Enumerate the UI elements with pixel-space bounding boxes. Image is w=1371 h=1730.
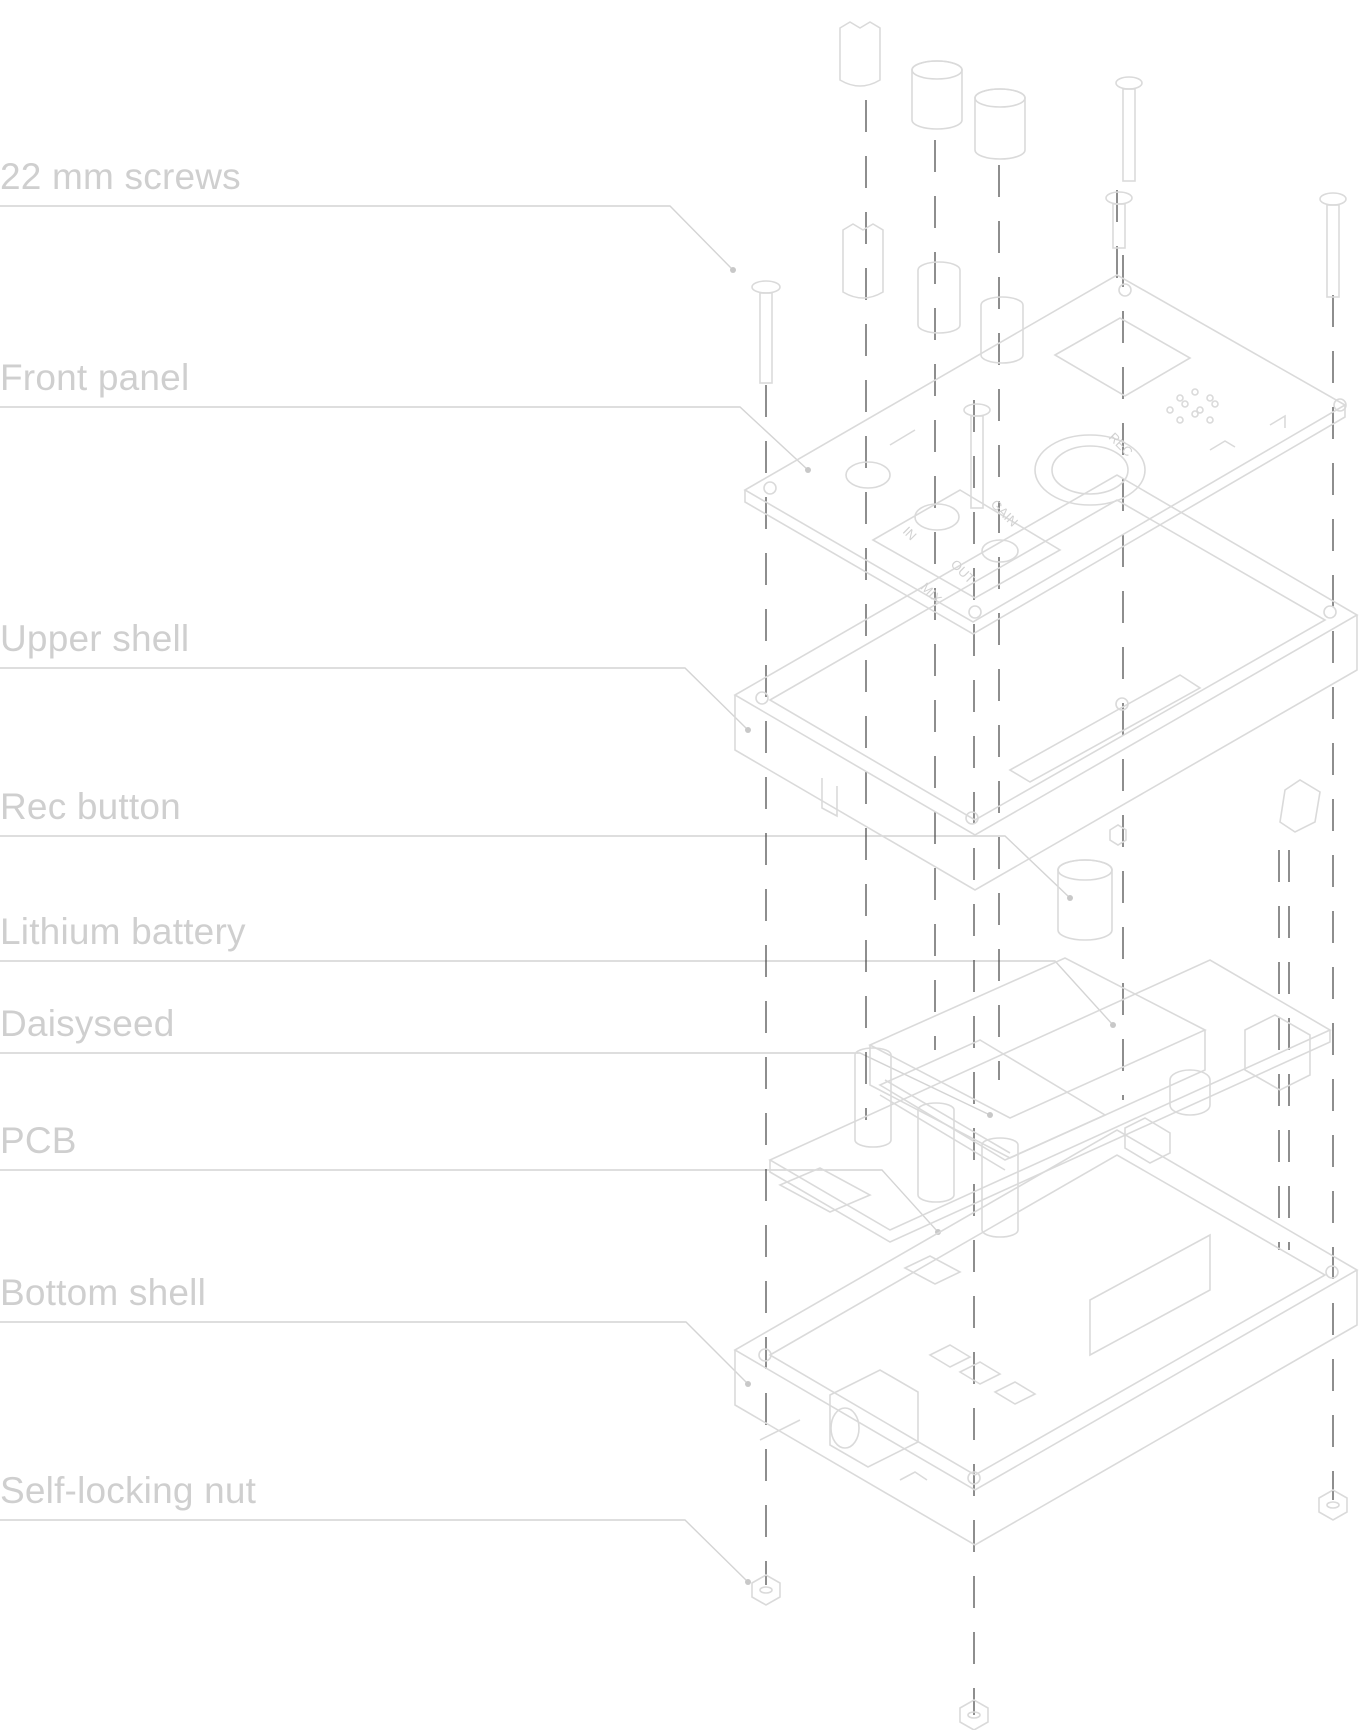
label-pcb: PCB: [0, 1120, 77, 1161]
rec-button: [1057, 779, 1321, 941]
daisyseed-board: [878, 1039, 1107, 1171]
pcb: [768, 959, 1332, 1285]
leader-dots: [730, 267, 1116, 1585]
label-lithium-battery: Lithium battery: [0, 911, 246, 952]
leader-pcb: [0, 1169, 939, 1233]
assembly-axes: [765, 100, 1334, 1715]
speaker-grille: [1166, 388, 1219, 424]
leader-nut: [0, 1519, 749, 1583]
leader-bottom-shell: [0, 1321, 749, 1385]
label-front-panel: Front panel: [0, 357, 190, 398]
label-self-locking-nut: Self-locking nut: [0, 1470, 257, 1511]
self-locking-nuts: [751, 1489, 1348, 1730]
label-rec-button: Rec button: [0, 786, 181, 827]
lithium-battery: [868, 957, 1207, 1159]
front-panel: [743, 274, 1347, 635]
label-bottom-shell: Bottom shell: [0, 1272, 206, 1313]
label-22mm-screws: 22 mm screws: [0, 156, 241, 197]
leader-rec-button: [0, 835, 1071, 899]
bottom-shell: [733, 1129, 1359, 1546]
leader-screws: [0, 205, 734, 271]
upper-shell: [733, 474, 1359, 891]
parts: [733, 21, 1359, 1730]
leader-battery: [0, 960, 1114, 1026]
knob-caps: [839, 21, 1026, 364]
screws: [751, 76, 1347, 509]
panel-text-in: IN: [900, 524, 920, 544]
label-daisyseed: Daisyseed: [0, 1003, 175, 1044]
leader-lines: [0, 205, 1114, 1583]
leader-front-panel: [0, 406, 809, 471]
leader-daisyseed: [0, 1052, 991, 1116]
leader-upper-shell: [0, 667, 749, 731]
label-upper-shell: Upper shell: [0, 618, 190, 659]
panel-text-rec: REC: [1106, 430, 1136, 460]
panel-text-gain: GAIN: [988, 497, 1021, 530]
